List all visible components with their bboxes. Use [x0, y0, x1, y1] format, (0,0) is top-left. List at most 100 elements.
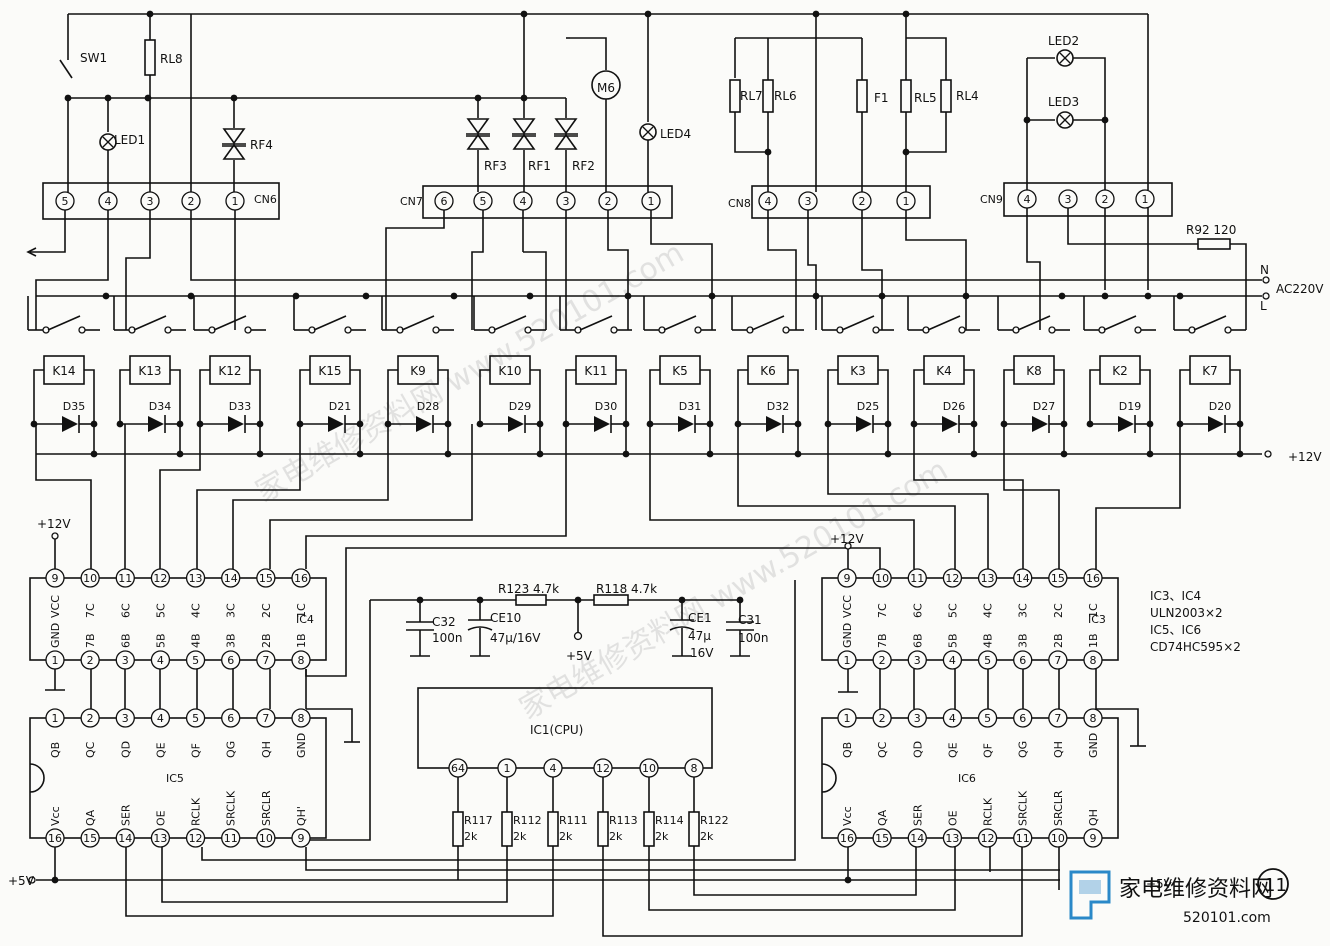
ic6-pin-label: Vcc — [841, 806, 854, 826]
ic4-pin — [45, 650, 65, 670]
watermark: 家电维修资料网 www.520101.com 家电维修资料网 www.52010… — [250, 235, 954, 726]
wire — [827, 369, 838, 424]
diode-label: D27 — [1033, 400, 1055, 413]
ic5-pin — [256, 708, 276, 728]
led3-label: LED3 — [1048, 95, 1079, 109]
ic5-pin — [221, 708, 241, 728]
ic6-pin-label: QC — [876, 741, 889, 758]
relay-contact — [244, 326, 252, 334]
relay-coil — [489, 355, 531, 385]
junction-dot — [384, 420, 392, 428]
ic3-pin-number: 11 — [910, 572, 924, 585]
ic6-pin-number: 3 — [914, 712, 921, 725]
ic5-pin-label: SRCLR — [260, 790, 273, 826]
wire — [84, 369, 95, 424]
wire — [906, 37, 947, 80]
junction-dot — [824, 420, 832, 428]
junction-dot — [910, 420, 918, 428]
ic4-pin-number: 15 — [259, 572, 273, 585]
ic3-pin — [1083, 650, 1103, 670]
cn8-pin-number: 4 — [765, 195, 772, 208]
ic4-pin — [115, 650, 135, 670]
junction-dot — [646, 420, 654, 428]
diode-icon — [328, 416, 344, 432]
ic5-pin-number: 10 — [259, 832, 273, 845]
ic6-body — [821, 717, 1119, 839]
cn9-connector — [1003, 182, 1173, 217]
ic3-pin-number: 3 — [914, 654, 921, 667]
diode-label: D29 — [509, 400, 531, 413]
diode-icon — [1208, 416, 1224, 432]
junction-dot — [536, 450, 544, 458]
diode-label: D21 — [329, 400, 351, 413]
ic5-pin-label: Vcc — [49, 806, 62, 826]
wire — [125, 210, 151, 330]
junction-dot — [176, 420, 184, 428]
junction-dot — [196, 420, 204, 428]
wire — [232, 424, 389, 569]
diode-label: D33 — [229, 400, 251, 413]
ic6-pin-number: 12 — [981, 832, 995, 845]
ic4-pin-label: 4B — [190, 633, 203, 648]
cpu-resistor-value: 2k — [700, 830, 714, 843]
l-label: L — [1260, 299, 1267, 313]
cpu-resistor — [501, 811, 513, 847]
ic4-pin-label: 5B — [154, 633, 167, 648]
ic3-pin — [977, 650, 998, 670]
ic1-pin — [639, 758, 659, 778]
ic3-pin-number: 10 — [875, 572, 889, 585]
rf3-icon-b — [466, 133, 490, 150]
junction-dot — [884, 420, 892, 428]
junction-dot — [622, 420, 630, 428]
ic4-pin — [150, 650, 171, 670]
diode-label: D34 — [149, 400, 171, 413]
junction-dot — [104, 94, 112, 102]
rf4-icon — [222, 128, 246, 145]
ic5-pin-label: QB — [49, 742, 62, 758]
ic3-pin-label: 3B — [1017, 633, 1030, 648]
relay-coil — [1189, 355, 1231, 385]
diode-label: D35 — [63, 400, 85, 413]
relay-label: K3 — [850, 364, 866, 378]
relay-switch — [751, 315, 785, 331]
brand-url: 520101.com — [1183, 910, 1271, 926]
c32-value: 100n — [432, 631, 463, 645]
wire — [913, 424, 1024, 569]
junction-dot — [1023, 116, 1031, 124]
cn7-pin-number: 3 — [563, 195, 570, 208]
junction-dot — [102, 292, 110, 300]
ic4-pin-number: 3 — [122, 654, 129, 667]
junction-dot — [90, 420, 98, 428]
cpu-resistor — [688, 811, 700, 847]
ic4-pin-number: 9 — [52, 572, 59, 585]
cap-curve — [669, 626, 695, 631]
diode-label: D32 — [767, 400, 789, 413]
relay-label: K7 — [1202, 364, 1218, 378]
relay-label: K5 — [672, 364, 688, 378]
relay-contact — [432, 326, 440, 334]
wire — [964, 369, 975, 424]
m6-motor-icon — [591, 70, 621, 100]
ic6-pin — [1013, 828, 1033, 848]
arrow-icon — [26, 247, 37, 257]
ic6-pin-label: GND — [1087, 733, 1100, 758]
ic1-pin-number: 12 — [596, 762, 610, 775]
ic1-pin-number: 10 — [642, 762, 656, 775]
ic4-body — [29, 577, 327, 661]
cn6-pin — [98, 191, 118, 211]
junction-dot — [356, 450, 364, 458]
junction-dot — [1060, 450, 1068, 458]
cn6-label: CN6 — [254, 193, 277, 206]
ic6-notch — [821, 763, 837, 793]
relay-switch — [493, 315, 527, 331]
ic3-pin — [907, 650, 927, 670]
n-label: N — [1260, 263, 1269, 277]
junction-dot — [970, 420, 978, 428]
wire — [734, 112, 768, 153]
m6-label: M6 — [597, 81, 615, 95]
ic4-pin — [80, 650, 100, 670]
ic6-pin-number: 14 — [910, 832, 924, 845]
ic6-pin — [907, 708, 927, 728]
relay-label: K4 — [936, 364, 952, 378]
